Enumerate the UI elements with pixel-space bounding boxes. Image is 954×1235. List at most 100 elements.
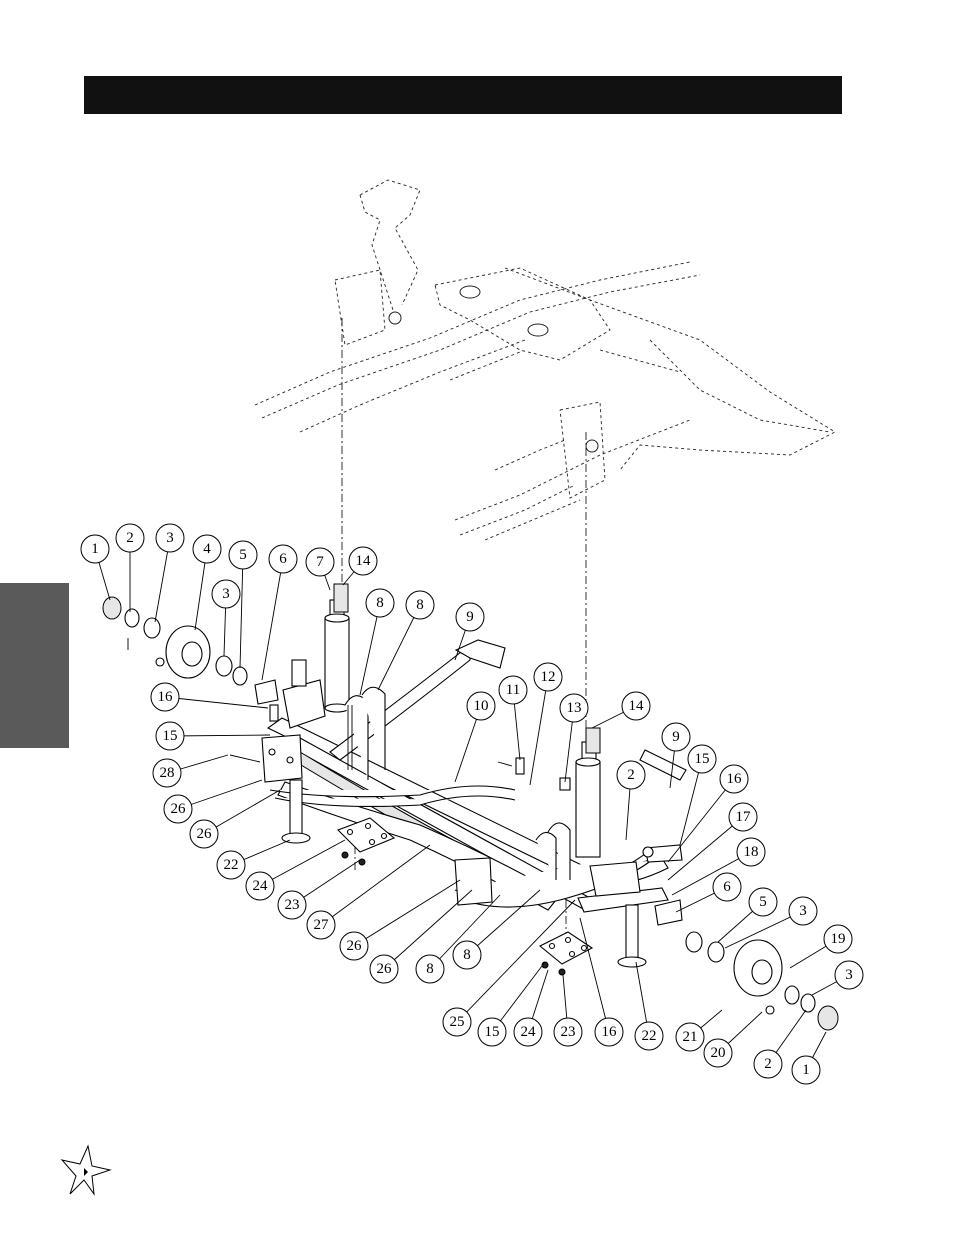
callout-18: 18 [736, 837, 766, 867]
callout-23: 23 [277, 890, 307, 920]
callout-circle [834, 960, 864, 990]
callout-circle [703, 1038, 733, 1068]
callout-number: 26 [171, 801, 187, 817]
callout-15: 15 [155, 721, 185, 751]
callout-number: 26 [377, 961, 393, 977]
callout-number: 3 [845, 967, 853, 983]
callout-26: 26 [369, 954, 399, 984]
callout-circle [634, 1021, 664, 1051]
callout-19: 19 [823, 924, 853, 954]
callout-circle [719, 764, 749, 794]
callout-number: 17 [736, 809, 752, 825]
callout-number: 28 [160, 765, 175, 781]
callout-number: 8 [463, 947, 471, 963]
left-steering-knuckle [261, 659, 326, 844]
callout-number: 12 [541, 669, 556, 685]
callout-number: 1 [802, 1062, 810, 1078]
callout-number: 10 [474, 698, 489, 714]
right-shock-absorber [575, 727, 601, 858]
callout-number: 26 [197, 826, 213, 842]
callout-number: 21 [683, 1029, 698, 1045]
callout-circle [753, 1049, 783, 1079]
callout-2: 2 [616, 760, 646, 790]
callout-8: 8 [405, 590, 435, 620]
callout-24: 24 [513, 1017, 543, 1047]
callout-leader [353, 879, 461, 947]
callout-4: 4 [192, 534, 222, 564]
frame-holes [388, 285, 599, 453]
callout-number: 13 [567, 700, 582, 716]
callout-leader [667, 778, 735, 863]
callout-6: 6 [712, 872, 742, 902]
callout-8: 8 [365, 588, 395, 618]
callout-leader [359, 602, 381, 696]
callout-leader [239, 554, 244, 669]
callout-circle [150, 682, 180, 712]
callout-number: 27 [314, 917, 330, 933]
callout-leader [466, 889, 541, 956]
callout-number: 5 [759, 894, 767, 910]
callout-1: 1 [80, 534, 110, 564]
callout-number: 8 [416, 597, 424, 613]
callout-14: 14 [348, 546, 378, 576]
left-shock-absorber [324, 583, 350, 713]
callout-number: 18 [744, 844, 759, 860]
callout-leader [679, 758, 703, 846]
callout-number: 3 [799, 903, 807, 919]
callout-circle [455, 602, 485, 632]
callout-circle [189, 819, 219, 849]
small-hardware [127, 638, 571, 791]
section-side-tab [0, 583, 69, 748]
callout-leader [177, 779, 263, 810]
callout-22: 22 [634, 1021, 664, 1051]
callout-leader [671, 851, 752, 896]
callout-3: 3 [211, 579, 241, 609]
callout-number: 14 [629, 698, 645, 714]
callout-number: 24 [253, 878, 269, 894]
callout-13: 13 [559, 693, 589, 723]
callout-2: 2 [753, 1049, 783, 1079]
callout-leader [259, 839, 346, 887]
callout-circle [788, 896, 818, 926]
callout-number: 20 [711, 1045, 726, 1061]
callout-number: 4 [203, 541, 211, 557]
callout-number: 2 [764, 1056, 772, 1072]
callout-circle [268, 544, 298, 574]
callout-9: 9 [455, 602, 485, 632]
callout-circle [559, 693, 589, 723]
callout-8: 8 [452, 940, 482, 970]
right-steering-knuckle [454, 857, 647, 968]
callout-16: 16 [594, 1017, 624, 1047]
callout-16: 16 [150, 682, 180, 712]
callout-number: 24 [521, 1024, 537, 1040]
callout-15: 15 [687, 744, 717, 774]
callout-circle [466, 691, 496, 721]
right-u-bolts [535, 822, 571, 880]
callout-number: 2 [627, 767, 635, 783]
callout-number: 19 [831, 931, 846, 947]
callout-circle [277, 890, 307, 920]
callout-circle [533, 662, 563, 692]
callout-number: 9 [466, 609, 474, 625]
callout-26: 26 [163, 794, 193, 824]
callout-number: 7 [316, 554, 324, 570]
callout-23: 23 [553, 1017, 583, 1047]
callout-28: 28 [152, 758, 182, 788]
callout-circle [228, 540, 258, 570]
callout-circle [498, 675, 528, 705]
callout-leader [383, 889, 473, 970]
callout-25: 25 [442, 1007, 472, 1037]
callout-10: 10 [466, 691, 496, 721]
callout-number: 26 [347, 938, 363, 954]
callout-circle [163, 794, 193, 824]
callout-11: 11 [498, 675, 528, 705]
callout-circle [306, 910, 336, 940]
left-hub-parts [102, 596, 279, 705]
callout-24: 24 [245, 871, 275, 901]
callout-circle [155, 721, 185, 751]
callout-number: 15 [485, 1024, 500, 1040]
callout-circle [152, 758, 182, 788]
callout-circle [442, 1007, 472, 1037]
callout-16: 16 [719, 764, 749, 794]
